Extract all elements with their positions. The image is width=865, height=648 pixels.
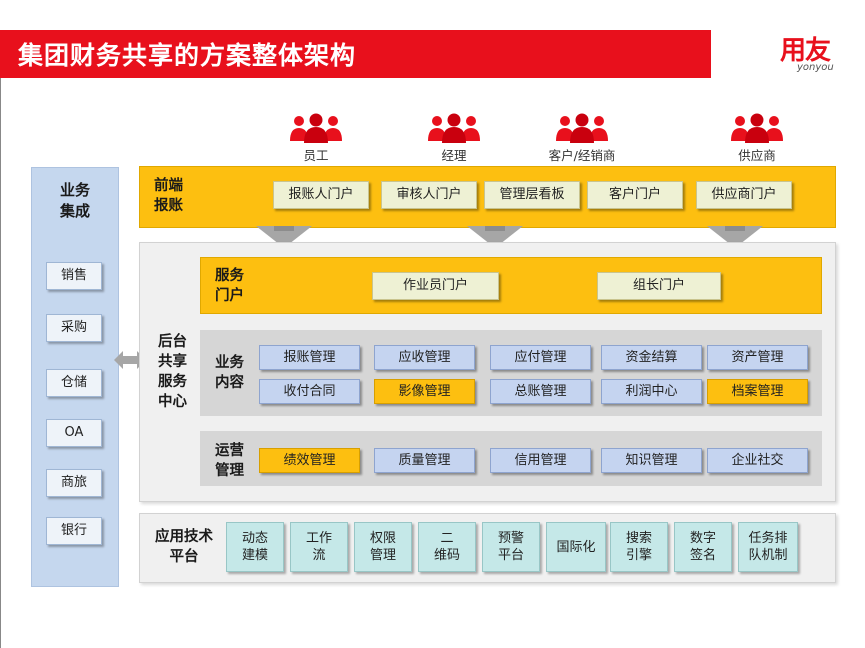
divider	[0, 78, 1, 648]
integration-item-purchase: 采购	[46, 314, 102, 342]
user-label: 员工	[303, 148, 329, 163]
user-label: 经理	[441, 148, 467, 163]
tech-dynamic-modeling: 动态 建模	[226, 522, 284, 572]
integration-item-travel: 商旅	[46, 469, 102, 497]
business-content-title: 业务 内容	[215, 355, 244, 391]
user-group-supplier: 供应商	[712, 113, 802, 163]
portal-management-dashboard: 管理层看板	[484, 181, 580, 209]
title-banner	[0, 30, 711, 78]
module-reimbursement: 报账管理	[259, 345, 360, 370]
integration-item-bank: 银行	[46, 517, 102, 545]
front-office-title: 前端 报账	[154, 178, 183, 214]
portal-auditor: 审核人门户	[381, 181, 477, 209]
tech-digital-signature: 数字 签名	[674, 522, 732, 572]
service-portal-band	[200, 257, 822, 314]
tech-qr-code: 二 维码	[418, 522, 476, 572]
brand-logo: 用友	[780, 36, 831, 66]
tech-search-engine: 搜索 引擎	[610, 522, 668, 572]
people-group-icon	[556, 113, 608, 143]
user-label: 客户/经销商	[548, 148, 616, 163]
people-group-icon	[428, 113, 480, 143]
module-payables: 应付管理	[490, 345, 591, 370]
integration-item-warehouse: 仓储	[46, 369, 102, 397]
module-receivables: 应收管理	[374, 345, 475, 370]
module-general-ledger: 总账管理	[490, 379, 591, 404]
user-group-employee: 员工	[271, 113, 361, 163]
user-group-manager: 经理	[409, 113, 499, 163]
page-title: 集团财务共享的方案整体架构	[18, 41, 357, 70]
module-asset: 资产管理	[707, 345, 808, 370]
module-knowledge: 知识管理	[601, 448, 702, 473]
tech-alert-platform: 预警 平台	[482, 522, 540, 572]
integration-title: 业务 集成	[59, 181, 90, 220]
user-label: 供应商	[738, 148, 776, 163]
tech-platform-title: 应用技术 平台	[155, 529, 213, 565]
flow-down-arrow-icon	[256, 226, 312, 248]
flow-down-arrow-icon	[467, 226, 523, 248]
portal-supplier: 供应商门户	[696, 181, 792, 209]
people-group-icon	[731, 113, 783, 143]
tech-i18n: 国际化	[546, 522, 606, 572]
module-credit: 信用管理	[490, 448, 591, 473]
flow-down-arrow-icon	[707, 226, 763, 248]
tech-permission: 权限 管理	[354, 522, 412, 572]
module-fund-settlement: 资金结算	[601, 345, 702, 370]
tech-task-queue: 任务排 队机制	[738, 522, 798, 572]
brand-logo-wordmark: yonyou	[797, 62, 834, 73]
operations-title: 运营 管理	[215, 443, 244, 479]
module-quality: 质量管理	[374, 448, 475, 473]
portal-team-lead: 组长门户	[597, 272, 721, 300]
module-enterprise-social: 企业社交	[707, 448, 808, 473]
people-group-icon	[290, 113, 342, 143]
two-way-arrow-icon	[114, 351, 146, 369]
module-profit-center: 利润中心	[601, 379, 702, 404]
integration-item-sales: 销售	[46, 262, 102, 290]
portal-customer: 客户门户	[587, 181, 683, 209]
module-imaging: 影像管理	[374, 379, 475, 404]
integration-item-oa: OA	[46, 419, 102, 447]
module-contracts: 收付合同	[259, 379, 360, 404]
back-office-title: 后台 共享 服务 中心	[158, 334, 187, 410]
user-group-customer: 客户/经销商	[537, 113, 627, 163]
tech-workflow: 工作 流	[290, 522, 348, 572]
module-performance: 绩效管理	[259, 448, 360, 473]
portal-operator: 作业员门户	[372, 272, 499, 300]
portal-reimburser: 报账人门户	[273, 181, 369, 209]
service-portal-title: 服务 门户	[215, 268, 244, 304]
module-archives: 档案管理	[707, 379, 808, 404]
